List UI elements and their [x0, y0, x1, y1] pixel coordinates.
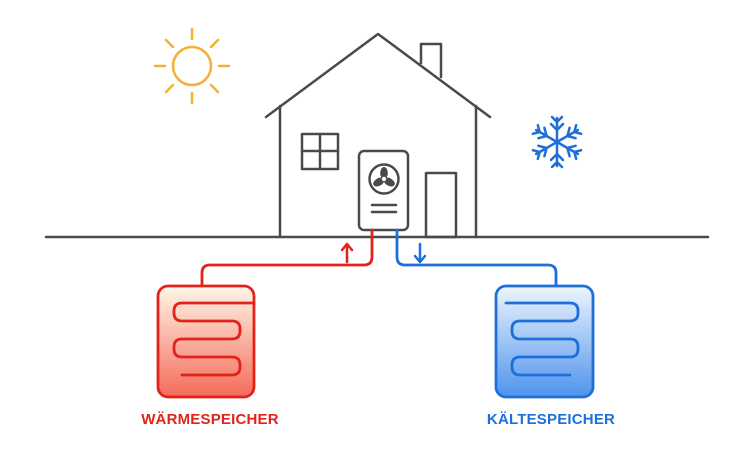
snowflake-icon — [531, 115, 583, 169]
cold-coil — [504, 301, 580, 377]
cold-storage-label: KÄLTESPEICHER — [486, 411, 616, 428]
cold-pipe — [395, 228, 558, 305]
warm-storage-tank — [156, 284, 256, 399]
arrow-up-icon — [340, 242, 354, 264]
warm-pipe — [200, 228, 374, 305]
sun-icon — [153, 27, 231, 105]
cold-storage-tank — [494, 284, 595, 399]
house-roof — [264, 32, 492, 119]
warm-storage-label: WÄRMESPEICHER — [141, 411, 279, 428]
arrow-down-icon — [413, 242, 427, 264]
window — [300, 132, 340, 171]
heat-pump-unit — [357, 149, 410, 232]
chimney — [419, 42, 443, 79]
door — [424, 171, 458, 239]
warm-coil — [172, 301, 256, 377]
fan-icon — [368, 163, 400, 195]
